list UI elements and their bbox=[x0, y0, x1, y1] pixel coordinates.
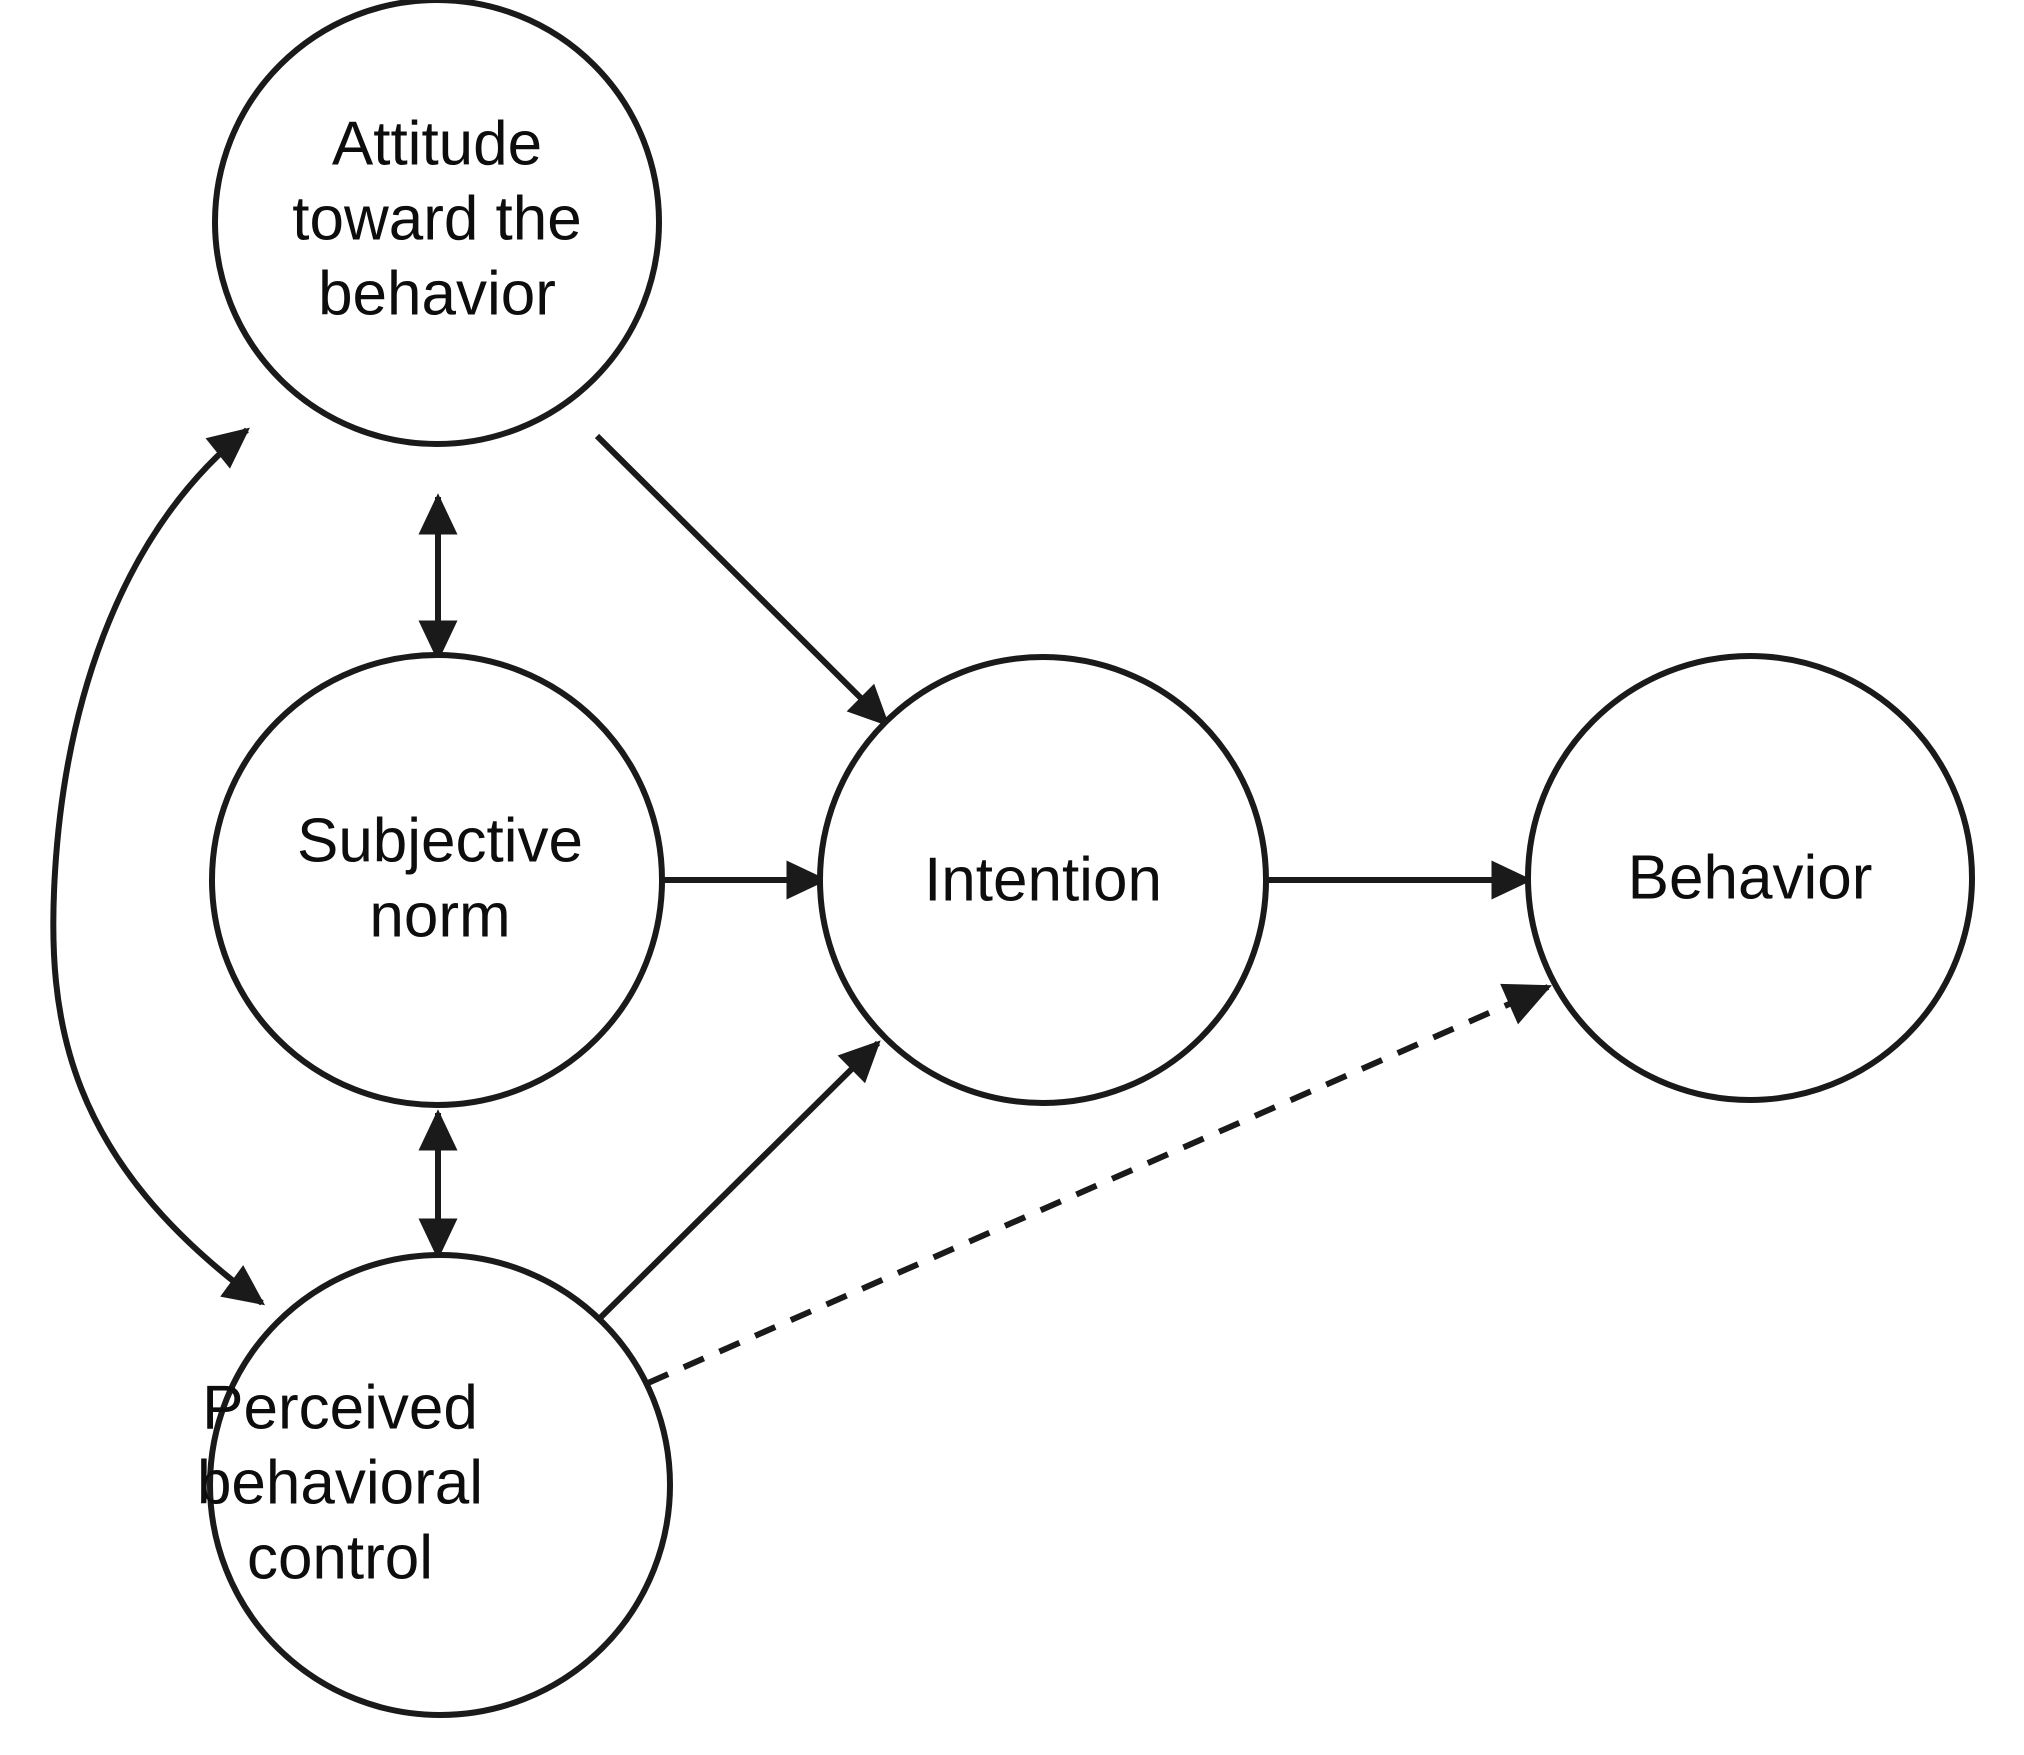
attitude-label-line-1: Attitude bbox=[332, 109, 542, 178]
perceived-behavioral-control-label-line-1: Perceived bbox=[202, 1373, 478, 1442]
perceived-behavioral-control-label-line-2: behavioral bbox=[197, 1448, 483, 1517]
intention-circle[interactable] bbox=[817, 654, 1269, 1106]
perceived-behavioral-control-circle[interactable] bbox=[207, 1252, 673, 1718]
edge-perceived-behavioral-control-intention bbox=[592, 1040, 881, 1326]
node-intention[interactable]: Intention bbox=[817, 654, 1269, 1106]
subjective-norm-circle[interactable] bbox=[209, 652, 665, 1108]
node-perceived-behavioral-control[interactable]: Perceived behavioral control bbox=[197, 1252, 673, 1718]
subjective-norm-label-line-1: Subjective bbox=[297, 806, 583, 875]
node-behavior[interactable]: Behavior bbox=[1525, 653, 1975, 1103]
behavior-label: Behavior bbox=[1628, 843, 1873, 912]
edge-attitude-intention bbox=[594, 433, 890, 727]
attitude-label-line-2: toward the bbox=[292, 184, 582, 253]
node-attitude-toward-the-behavior[interactable]: Attitude toward the behavior bbox=[212, 0, 662, 447]
behavior-circle[interactable] bbox=[1525, 653, 1975, 1103]
attitude-circle[interactable] bbox=[212, 0, 662, 447]
intention-label: Intention bbox=[924, 845, 1162, 914]
attitude-label-line-3: behavior bbox=[318, 259, 556, 328]
subjective-norm-label-line-2: norm bbox=[369, 881, 510, 950]
edge-perceived-behavioral-control-behavior bbox=[646, 983, 1552, 1386]
perceived-behavioral-control-label-line-3: control bbox=[247, 1523, 433, 1592]
edge-attitude-perceived-behavioral-control bbox=[50, 427, 266, 1306]
node-subjective-norm[interactable]: Subjective norm bbox=[209, 652, 665, 1108]
